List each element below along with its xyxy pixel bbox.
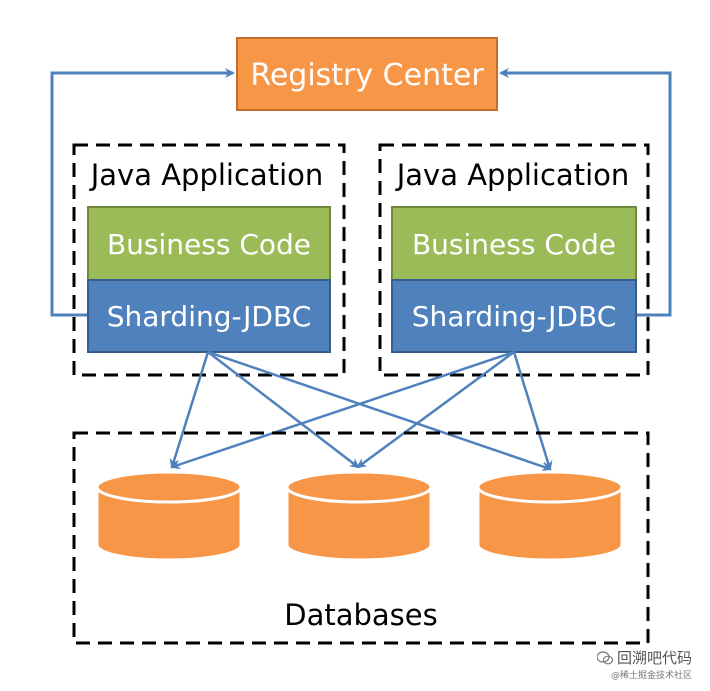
databases-label: Databases	[284, 598, 437, 632]
database-cylinder-2	[285, 470, 433, 562]
app-left-dashed-border	[72, 143, 346, 377]
registry-center: Registry Center	[236, 37, 498, 111]
databases-dashed-border	[72, 431, 650, 645]
java-application-left: Java Application Business Code Sharding-…	[72, 143, 346, 377]
left-registry-connector	[50, 68, 235, 317]
sharding-jdbc-left-box	[87, 279, 331, 353]
sharding-jdbc-right-box	[391, 279, 637, 353]
business-code-right-box	[391, 206, 637, 281]
business-code-right-label: Business Code	[412, 228, 616, 261]
app-left-title: Java Application	[89, 158, 324, 192]
registry-center-label: Registry Center	[250, 58, 484, 93]
sharding-jdbc-left-label: Sharding-JDBC	[107, 300, 312, 333]
app-right-title: Java Application	[395, 158, 630, 192]
watermark-main-text: 回溯吧代码	[616, 649, 692, 667]
watermark-sub-text: @稀土掘金技术社区	[610, 671, 692, 681]
app-right-dashed-border	[378, 143, 650, 377]
arrow-left-to-db1	[169, 351, 210, 469]
arrow-left-to-db2	[207, 351, 360, 469]
sharding-jdbc-right-label: Sharding-JDBC	[412, 300, 617, 333]
wechat-icon	[596, 650, 613, 664]
database-cylinder-3	[476, 470, 624, 562]
arrow-right-to-db3	[512, 351, 553, 471]
right-registry-connector	[499, 68, 672, 317]
java-application-right: Java Application Business Code Sharding-…	[378, 143, 650, 377]
arrow-left-to-db3	[207, 350, 552, 472]
database-cylinder-1	[95, 470, 243, 562]
arrow-right-to-db1	[170, 350, 515, 470]
databases-group: Databases	[72, 431, 650, 645]
business-code-left-box	[87, 206, 331, 281]
arrow-right-to-db2	[356, 350, 515, 469]
business-code-left-label: Business Code	[107, 228, 311, 261]
watermark: 回溯吧代码 @稀土掘金技术社区	[596, 647, 692, 681]
database-connections	[169, 350, 553, 472]
registry-center-box	[236, 37, 498, 111]
